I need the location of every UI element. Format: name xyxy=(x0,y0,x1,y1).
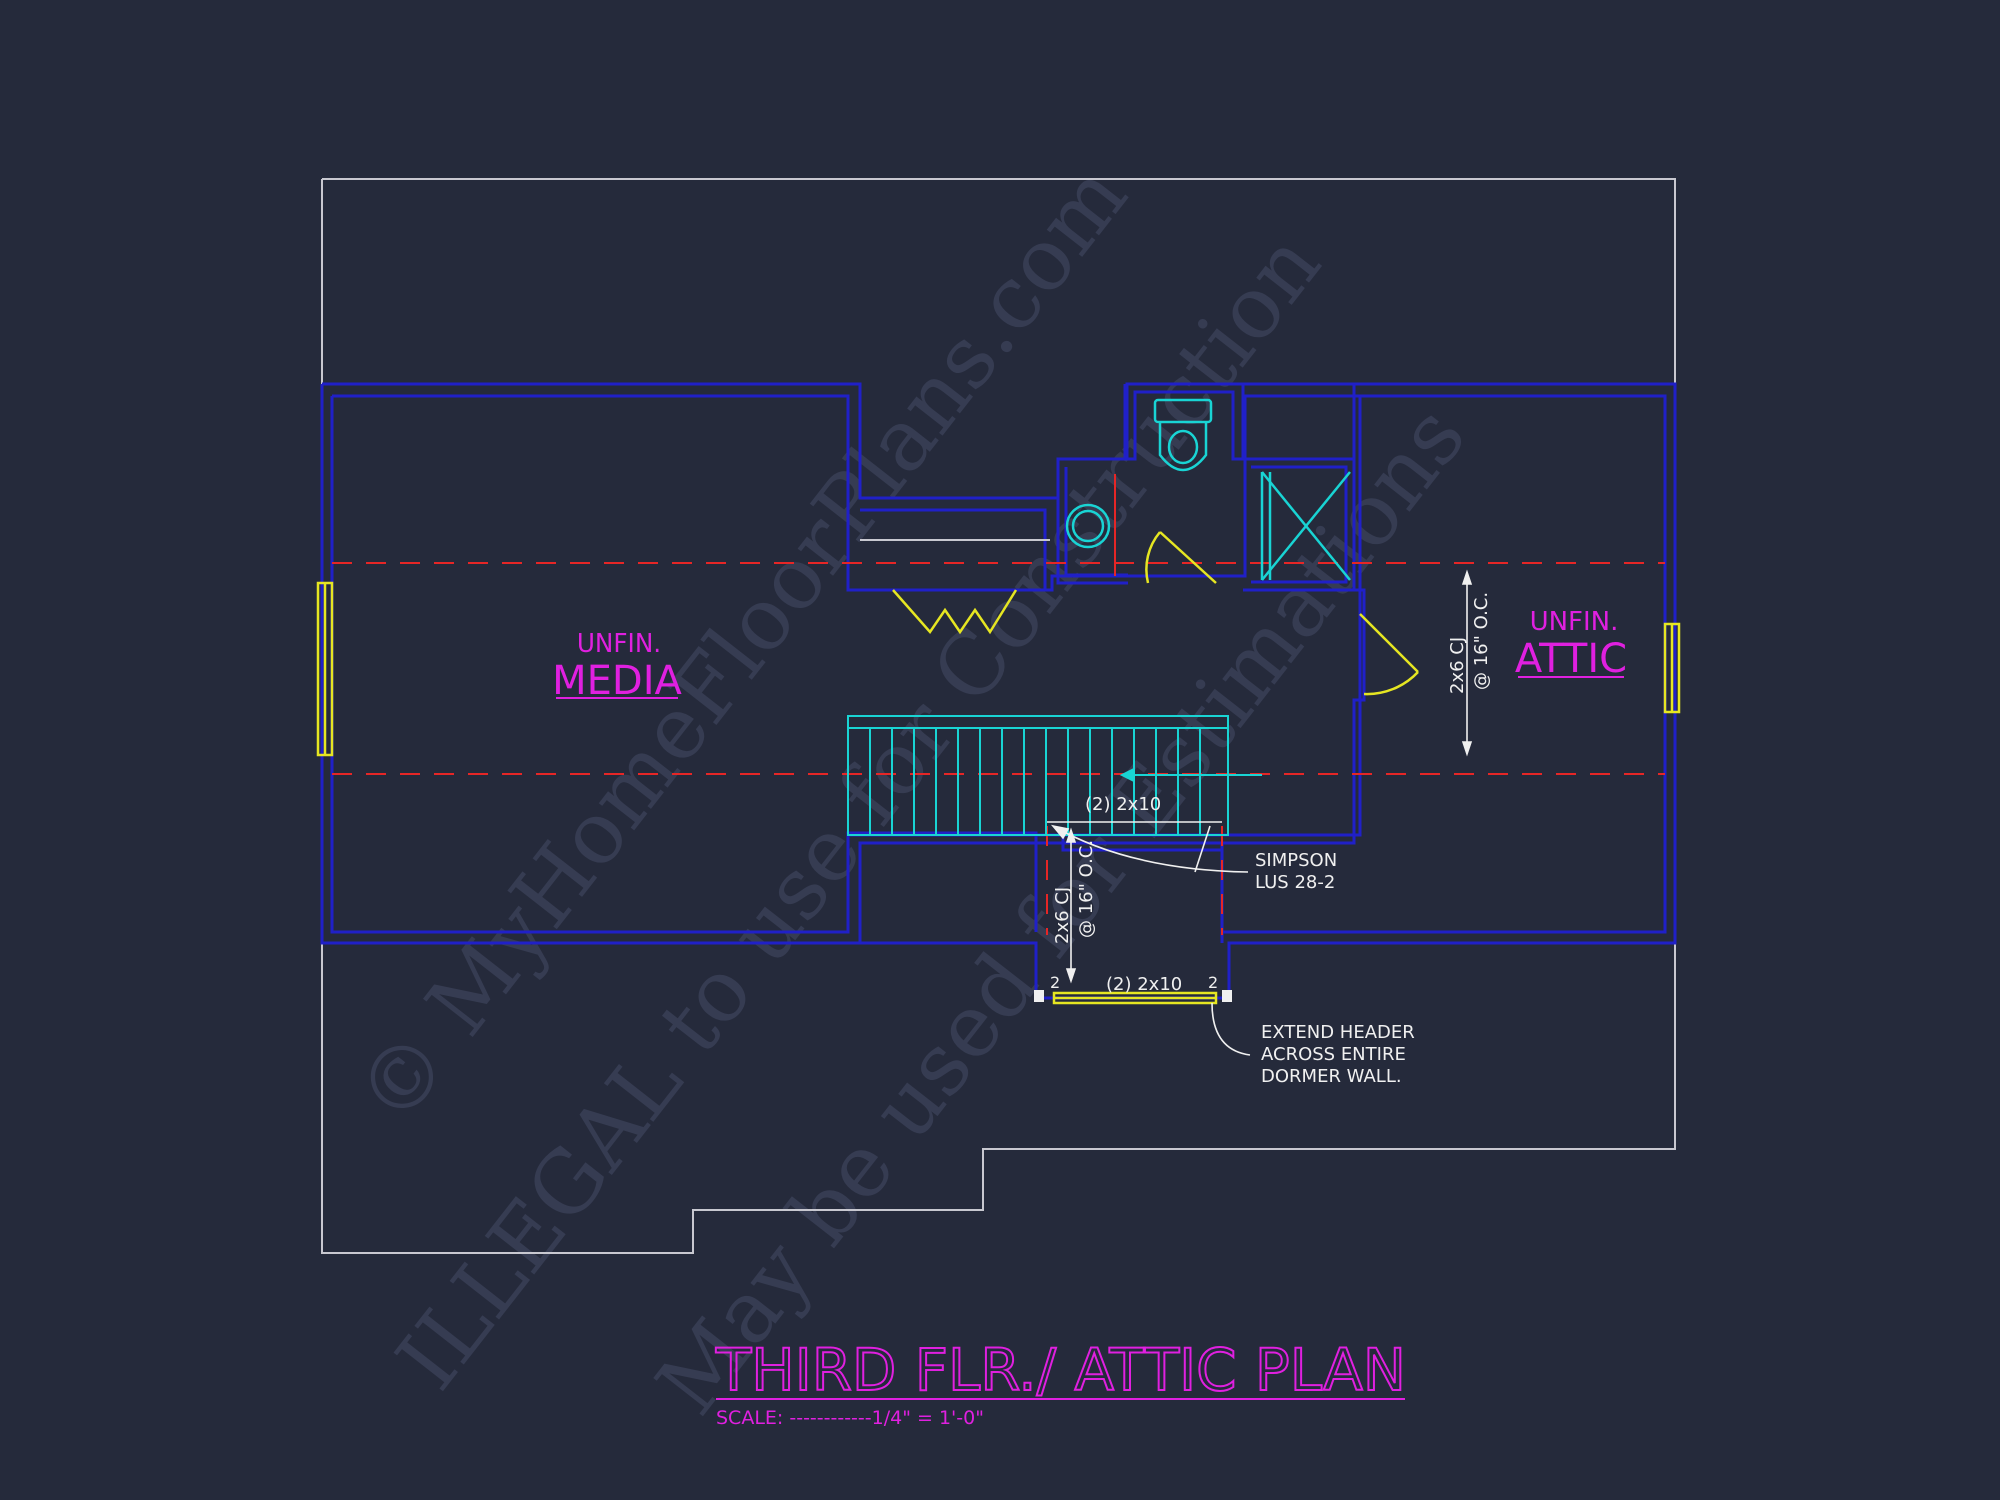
title-block: THIRD FLR./ ATTIC PLAN SCALE: ----------… xyxy=(714,1335,1407,1429)
window-right xyxy=(1663,622,1681,714)
wall-inner-left xyxy=(332,394,1667,934)
media-label-line2: MEDIA xyxy=(552,658,682,704)
fixtures xyxy=(1065,398,1351,581)
plan-scale: SCALE: ------------1/4" = 1'-0" xyxy=(716,1407,984,1429)
header-note-line3: DORMER WALL. xyxy=(1261,1066,1402,1087)
cj-lower-line1: 2x6 CJ xyxy=(1052,887,1073,944)
closet-bifold-door xyxy=(892,589,1018,635)
wall-closet xyxy=(860,508,1047,590)
cj-right-line1: 2x6 CJ xyxy=(1447,637,1468,694)
header-note-line1: EXTEND HEADER xyxy=(1261,1022,1415,1043)
cj-right-arrow-up-icon xyxy=(1461,569,1473,585)
wall-bath-outer xyxy=(1056,459,1128,585)
window-left xyxy=(316,581,334,757)
wall-media-right xyxy=(330,396,1038,934)
header-note-line2: ACROSS ENTIRE xyxy=(1261,1044,1406,1065)
beam-upper-label: (2) 2x10 xyxy=(1085,794,1161,815)
shower-icon xyxy=(1260,471,1351,581)
wall-bath-inner xyxy=(1064,467,1128,577)
stair-arrow-icon xyxy=(1119,767,1135,783)
toilet-icon xyxy=(1153,398,1213,472)
wall-shower-inner xyxy=(1251,465,1348,584)
cj-lower-line2: @ 16" O.C. xyxy=(1076,840,1097,938)
wall-attic-left xyxy=(1352,384,1366,835)
plan-title: THIRD FLR./ ATTIC PLAN xyxy=(715,1336,1406,1404)
cj-lower-arrow-up-icon xyxy=(1065,827,1077,843)
center-lines xyxy=(332,562,1665,935)
dimension-arrows xyxy=(1065,569,1473,984)
attic-door xyxy=(1359,613,1419,696)
wall-outer xyxy=(320,382,1677,1000)
attic-label-line1: UNFIN. xyxy=(1530,607,1619,637)
post-right-icon xyxy=(1222,990,1232,1002)
room-labels: UNFIN. MEDIA UNFIN. ATTIC xyxy=(552,607,1627,704)
simpson-line1: SIMPSON xyxy=(1255,850,1337,871)
sink-icon xyxy=(1065,503,1111,549)
cj-lower-arrow-down-icon xyxy=(1065,968,1077,984)
stair xyxy=(847,715,1262,836)
beam-lower-label: (2) 2x10 xyxy=(1106,974,1182,995)
cj-right-arrow-down-icon xyxy=(1461,741,1473,757)
annotations: 2x6 CJ @ 16" O.C. 2x6 CJ @ 16" O.C. (2) … xyxy=(1050,592,1492,1087)
media-label-line1: UNFIN. xyxy=(577,627,661,658)
post-right-label: 2 xyxy=(1208,973,1218,992)
post-left-icon xyxy=(1034,990,1044,1002)
simpson-arrow-icon xyxy=(1050,824,1070,840)
dormer-window xyxy=(1052,991,1218,1005)
simpson-leader-2 xyxy=(1194,825,1211,873)
walls xyxy=(320,382,1677,1000)
cj-right-line2: @ 16" O.C. xyxy=(1471,592,1492,690)
wall-toilet xyxy=(1123,384,1245,461)
simpson-line2: LUS 28-2 xyxy=(1255,872,1335,893)
header-leader xyxy=(1211,1002,1251,1056)
doors xyxy=(316,531,1681,1005)
attic-label-line2: ATTIC xyxy=(1515,636,1627,682)
bath-door xyxy=(1145,531,1217,584)
watermark: © MyHomeFloorPlans.com ILLEGAL to use fo… xyxy=(338,147,1485,1433)
post-left-label: 2 xyxy=(1050,973,1060,992)
